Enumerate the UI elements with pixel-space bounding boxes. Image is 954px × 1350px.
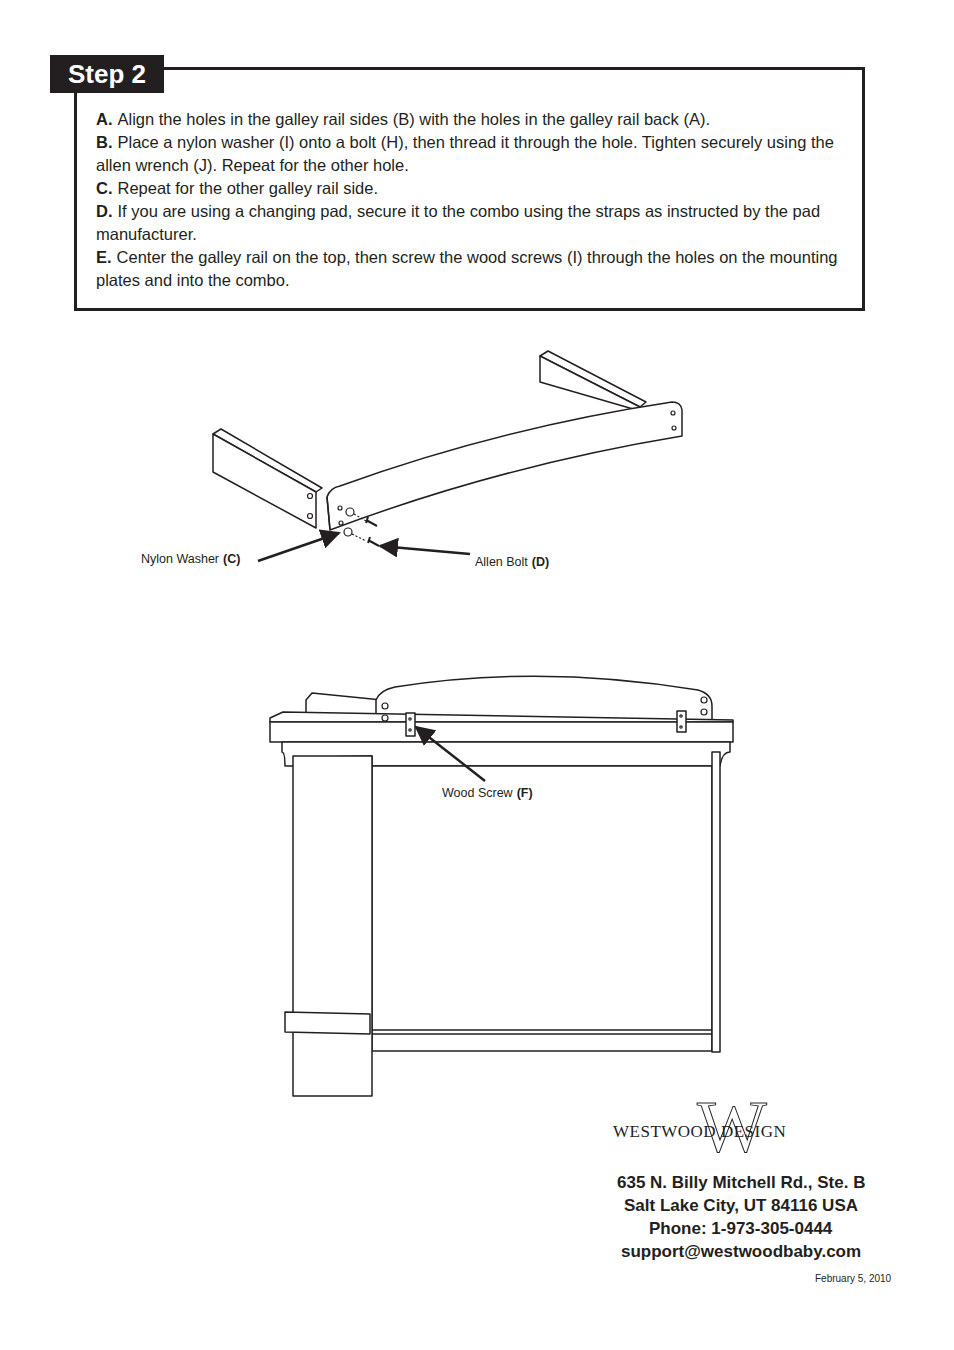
step-letter: A. [96, 110, 113, 128]
instruction-step: D.If you are using a changing pad, secur… [96, 200, 842, 246]
step-text: Place a nylon washer (I) onto a bolt (H)… [96, 133, 834, 174]
address-line: Salt Lake City, UT 84116 USA [624, 1196, 858, 1216]
callout: Nylon Washer (C) [141, 552, 240, 566]
callout-label: Nylon Washer [141, 552, 219, 566]
callout-code: (C) [223, 552, 240, 566]
instruction-box: A. Align the holes in the galley rail sid… [74, 67, 865, 311]
address-line: support@westwoodbaby.com [621, 1242, 861, 1262]
instruction-step: E.Center the galley rail on the top, the… [96, 246, 842, 292]
address-line: 635 N. Billy Mitchell Rd., Ste. B [617, 1173, 865, 1193]
instruction-step: A. Align the holes in the galley rail sid… [96, 108, 842, 131]
address-line: Phone: 1-973-305-0444 [649, 1219, 832, 1239]
callout: Allen Bolt (D) [475, 555, 549, 569]
step-text: Center the galley rail on the top, then … [96, 248, 838, 289]
callout-label: Allen Bolt [475, 555, 528, 569]
instruction-step: B.Place a nylon washer (I) onto a bolt (… [96, 131, 842, 177]
step-tab: Step 2 [50, 55, 164, 93]
step-letter: E. [96, 248, 112, 266]
step-letter: D. [96, 202, 113, 220]
logo-text: WESTWOOD DESIGN [613, 1122, 786, 1142]
step-text: Repeat for the other galley rail side. [118, 179, 378, 197]
callout-code: (F) [517, 786, 533, 800]
step-text: Align the holes in the galley rail sides… [118, 110, 710, 128]
instruction-step: C. Repeat for the other galley rail side. [96, 177, 842, 200]
step-letter: C. [96, 179, 113, 197]
callout-label: Wood Screw [442, 786, 513, 800]
step-letter: B. [96, 133, 113, 151]
callout-code: (D) [532, 555, 549, 569]
callout: Wood Screw (F) [442, 786, 533, 800]
step-title: Step 2 [68, 59, 146, 90]
date-stamp: February 5, 2010 [815, 1273, 891, 1284]
step-text: If you are using a changing pad, secure … [96, 202, 820, 243]
